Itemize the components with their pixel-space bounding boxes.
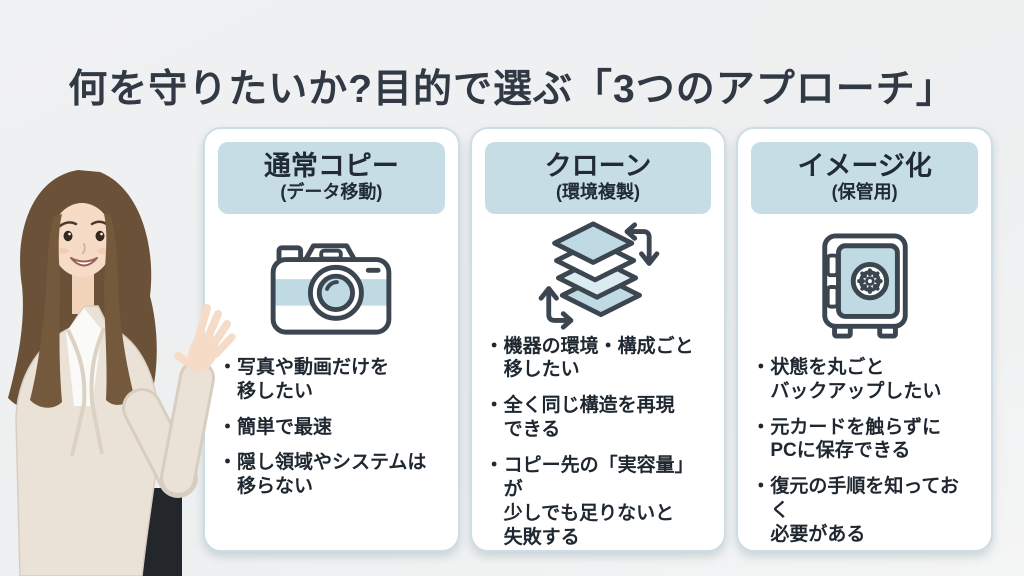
bullet-text: コピー先の「実容量」が 少しでも足りないと 失敗する (503, 455, 694, 549)
bullet-item: ・ 状態を丸ごと バックアップしたい (751, 356, 977, 404)
card-image-backup: イメージ化 (保管用) (736, 127, 994, 552)
bullet-item: ・ 隠し領域やシステムは 移らない (218, 451, 444, 499)
bullet-item: ・ 元カードを触らずに PCに保存できる (751, 416, 977, 464)
bullet-marker: ・ (218, 452, 238, 474)
bullet-text: 復元の手順を知っておく 必要がある (770, 476, 959, 546)
bullet-marker: ・ (484, 335, 504, 357)
card-subtitle: (環境複製) (556, 182, 640, 203)
presenter-hand (174, 304, 236, 372)
camera-icon (271, 242, 392, 335)
bullet-marker: ・ (484, 455, 504, 477)
bullet-text: 元カードを触らずに PCに保存できる (770, 416, 941, 462)
bullet-marker: ・ (751, 356, 771, 378)
card-image-backup-header: イメージ化 (保管用) (751, 142, 979, 214)
card-icon-area (738, 218, 991, 356)
bullet-item: ・ 写真や動画だけを 移したい (218, 356, 444, 404)
layers-sync-icon (538, 221, 660, 330)
bullet-text: 隠し領域やシステムは 移らない (237, 452, 427, 498)
bullet-marker: ・ (751, 476, 771, 498)
card-bullets: ・ 写真や動画だけを 移したい ・ 簡単で最速 ・ 隠し領域やシステムは 移らな… (205, 356, 458, 500)
bullet-item: ・ 全く同じ構造を再現 できる (485, 394, 711, 442)
bullet-text: 機器の環境・構成ごと 移したい (503, 335, 694, 381)
card-normal-copy-header: 通常コピー (データ移動) (218, 142, 445, 214)
bullet-marker: ・ (218, 356, 238, 378)
bullet-marker: ・ (484, 395, 504, 417)
card-subtitle: (データ移動) (280, 182, 383, 203)
bullet-text: 写真や動画だけを 移したい (237, 356, 390, 402)
presenter-photo (8, 170, 236, 576)
bullet-text: 状態を丸ごと バックアップしたい (770, 356, 942, 402)
bullet-item: ・ コピー先の「実容量」が 少しでも足りないと 失敗する (485, 454, 711, 550)
card-icon-area (205, 218, 458, 356)
bullet-text: 全く同じ構造を再現 できる (503, 395, 675, 441)
bullet-item: ・ 機器の環境・構成ごと 移したい (485, 335, 711, 383)
card-bullets: ・ 状態を丸ごと バックアップしたい ・ 元カードを触らずに PCに保存できる … (738, 356, 991, 548)
approach-cards: 通常コピー (データ移動) (203, 127, 994, 552)
bullet-marker: ・ (218, 416, 238, 438)
bullet-marker: ・ (751, 416, 771, 438)
page-title: 何を守りたいか?目的で選ぶ「3つのアプローチ」 (68, 68, 956, 112)
bullet-item: ・ 復元の手順を知っておく 必要がある (751, 475, 977, 547)
bullet-item: ・ 簡単で最速 (218, 416, 444, 440)
card-title: イメージ化 (797, 151, 932, 181)
card-clone-header: クローン (環境複製) (484, 142, 712, 214)
card-icon-area (472, 218, 725, 335)
card-bullets: ・ 機器の環境・構成ごと 移したい ・ 全く同じ構造を再現 できる ・ コピー先… (472, 335, 725, 551)
card-subtitle: (保管用) (831, 182, 898, 203)
safe-icon (821, 233, 908, 339)
card-normal-copy: 通常コピー (データ移動) (203, 127, 460, 552)
card-clone: クローン (環境複製) (469, 127, 727, 552)
card-title: クローン (544, 151, 652, 181)
bullet-text: 簡単で最速 (237, 416, 333, 438)
card-title: 通常コピー (263, 151, 399, 181)
